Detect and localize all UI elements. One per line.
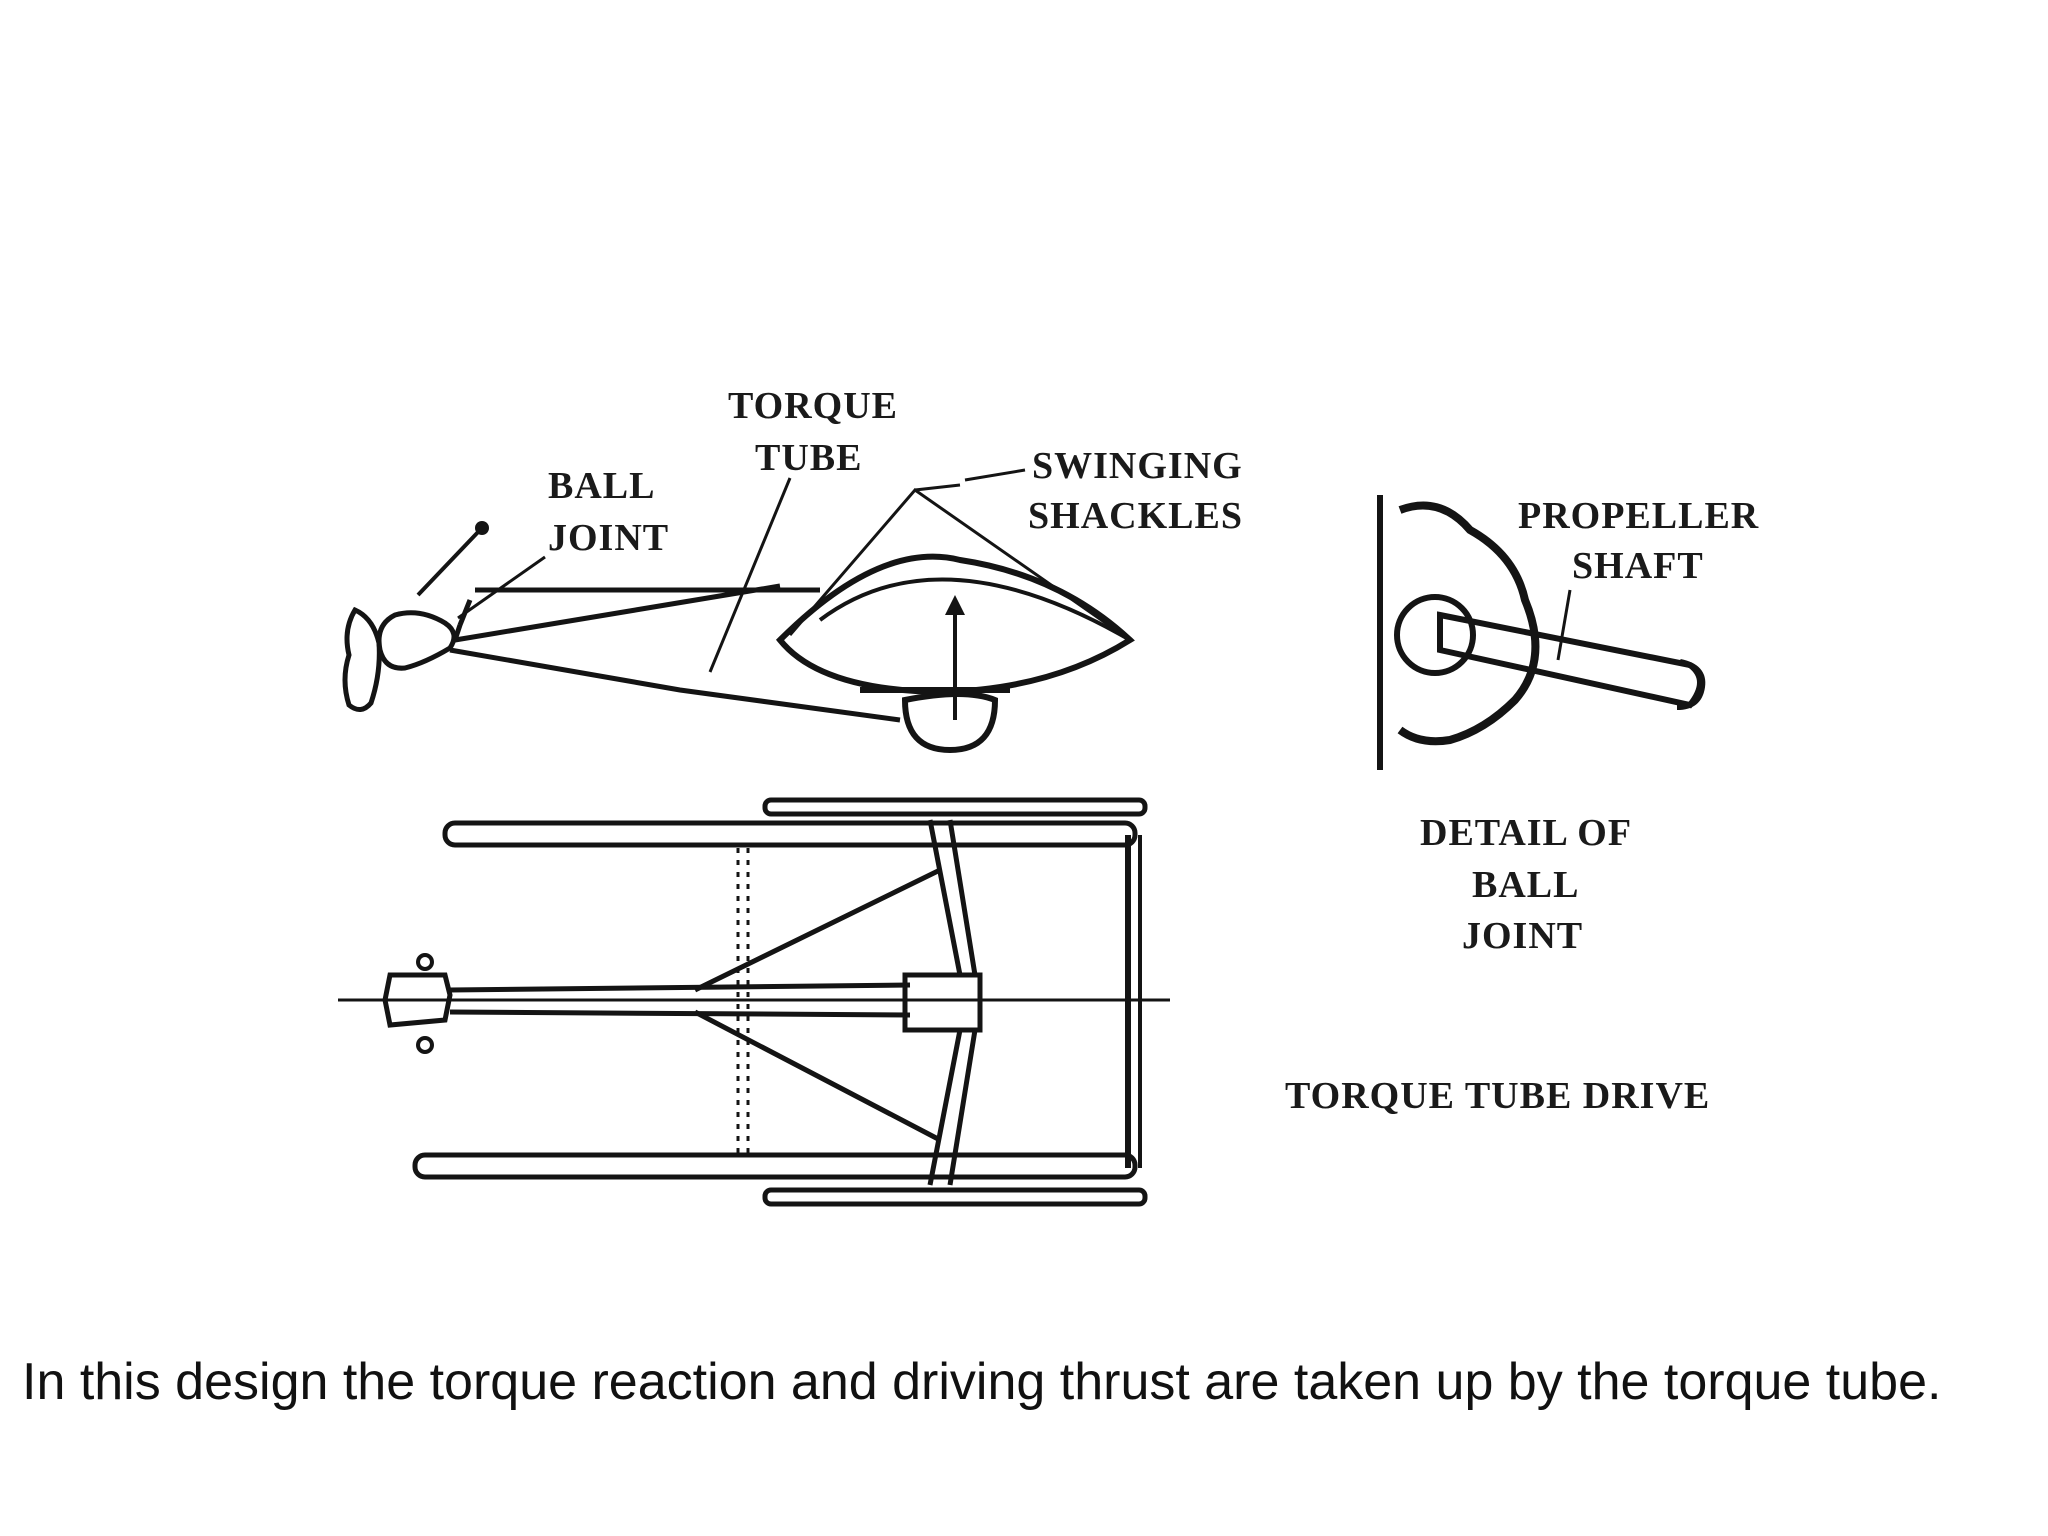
differential-housing <box>901 691 999 754</box>
axle-arrow-head <box>945 595 965 615</box>
propeller-shaft-detail <box>1437 611 1703 709</box>
ball-joint-lever <box>416 528 482 597</box>
label-detail-line2: BALL <box>1472 864 1579 906</box>
detail-view <box>1377 495 1706 770</box>
slide-caption: In this design the torque reaction and d… <box>22 1353 1942 1411</box>
differential-plan <box>902 972 983 1033</box>
torque-tube-side <box>452 583 781 643</box>
side-view <box>342 483 1135 754</box>
torque-tube-plan <box>449 982 911 1018</box>
leader-propeller-shaft <box>1556 589 1572 661</box>
label-shaft: SHAFT <box>1572 545 1704 587</box>
chassis-rail-upper <box>442 820 1138 848</box>
radius-rods <box>693 867 942 1143</box>
torque-tube-lower-edge <box>449 647 901 723</box>
gearbox-bolt-bottom <box>416 1036 434 1054</box>
label-swinging: SWINGING <box>1032 445 1243 487</box>
shaft-end <box>1676 659 1706 710</box>
label-detail-line3: JOINT <box>1462 915 1583 957</box>
label-shackles: SHACKLES <box>1028 495 1243 537</box>
gearbox-plan <box>382 972 453 1028</box>
gearbox-bolt-top <box>416 953 434 971</box>
leader-ball-joint <box>457 555 546 620</box>
label-ball-line2: JOINT <box>548 517 669 559</box>
label-ball-line1: BALL <box>548 465 655 507</box>
leaf-spring-top <box>818 577 1132 642</box>
ball-joint-housing <box>1397 501 1540 746</box>
universal-joint-housing <box>376 610 457 671</box>
labels: TORQUE TUBE BALL JOINT SWINGING SHACKLES… <box>457 385 1759 1117</box>
ball <box>1394 594 1476 676</box>
gearbox-flange <box>342 606 382 712</box>
axle-tube-upper <box>762 797 1148 817</box>
shackle-lines <box>788 483 1131 642</box>
diagram-title: TORQUE TUBE DRIVE <box>1285 1075 1710 1117</box>
axle-plan <box>927 819 978 1186</box>
label-torque-line2: TUBE <box>755 437 862 479</box>
leader-swinging-shackles <box>964 468 1026 482</box>
plan-view <box>338 797 1170 1207</box>
chassis-rail-lower <box>412 1152 1138 1180</box>
leader-torque-tube <box>708 477 792 673</box>
label-torque-line1: TORQUE <box>728 385 898 427</box>
axle-tube-lower <box>762 1187 1148 1207</box>
ball-joint-knob <box>475 521 489 535</box>
label-detail-line1: DETAIL OF <box>1420 812 1632 854</box>
label-propeller: PROPELLER <box>1518 495 1759 537</box>
